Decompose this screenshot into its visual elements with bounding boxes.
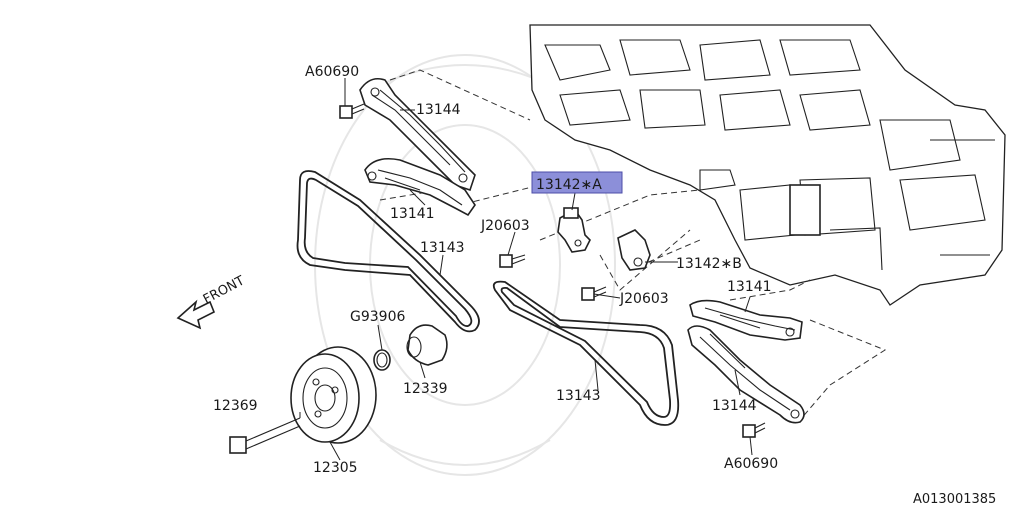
- tensioner-13142-a: [557, 207, 591, 253]
- label-g93906[interactable]: G93906: [350, 309, 405, 325]
- o-ring-g93906: [373, 349, 391, 371]
- label-13143-left[interactable]: 13143: [420, 240, 465, 256]
- label-j20603-upper[interactable]: J20603: [480, 218, 530, 234]
- leader-lines: [299, 78, 753, 461]
- timing-chain-13143-left: [296, 170, 480, 333]
- bolt-a60690-top: [339, 103, 365, 119]
- label-13142-a[interactable]: 13142∗A: [536, 177, 602, 193]
- label-12369[interactable]: 12369: [213, 398, 258, 414]
- label-front: FRONT: [201, 273, 247, 307]
- front-arrow-icon: [176, 299, 216, 330]
- crank-pulley-12305: [290, 346, 377, 444]
- tensioner-13141-right: [689, 299, 803, 341]
- label-12339[interactable]: 12339: [403, 381, 448, 397]
- label-13141-left[interactable]: 13141: [390, 206, 435, 222]
- chain-guide-13144-top: [359, 77, 476, 192]
- label-13144-top[interactable]: 13144: [416, 102, 461, 118]
- highlight-box-13142-a[interactable]: [531, 171, 623, 194]
- bolt-j20603-upper: [499, 254, 526, 268]
- label-13142-b[interactable]: 13142∗B: [676, 256, 742, 272]
- label-13143-right[interactable]: 13143: [556, 388, 601, 404]
- chain-guide-13144-bottom: [687, 325, 805, 424]
- tensioner-13141-left: [364, 157, 476, 217]
- engine-block: [529, 24, 1006, 306]
- diagram-id: A013001385: [913, 492, 996, 507]
- label-a60690-bottom[interactable]: A60690: [724, 456, 778, 472]
- timing-chain-13143-right: [492, 280, 680, 426]
- bolt-j20603-lower: [581, 286, 607, 301]
- label-12305[interactable]: 12305: [313, 460, 358, 476]
- label-j20603-lower[interactable]: J20603: [619, 291, 669, 307]
- label-13144-bottom[interactable]: 13144: [712, 398, 757, 414]
- tensioner-13142-b: [617, 229, 651, 271]
- crank-bolt-12369: [229, 417, 301, 454]
- sprocket-12339: [406, 324, 448, 366]
- label-13141-right[interactable]: 13141: [727, 279, 772, 295]
- label-a60690-top[interactable]: A60690: [305, 64, 359, 80]
- bolt-a60690-bottom: [742, 422, 766, 438]
